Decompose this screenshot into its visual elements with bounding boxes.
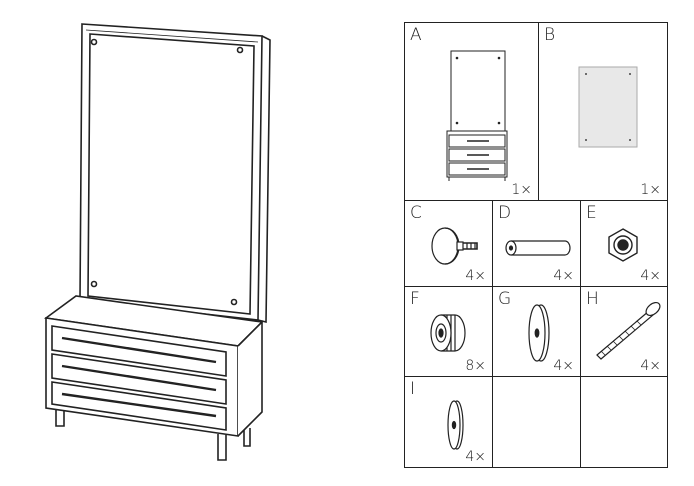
part-quantity: 1× (640, 182, 661, 198)
part-letter: B (544, 25, 556, 45)
parts-list-grid: A 1× B 1× (404, 22, 668, 468)
part-cell-a: A 1× (405, 23, 539, 201)
part-letter: A (410, 25, 422, 45)
mirror-panel-icon (578, 66, 638, 148)
spacer-icon (430, 314, 466, 352)
dresser-with-mirror-illustration (43, 23, 271, 461)
part-quantity: 4× (640, 358, 661, 374)
knob-bolt-icon (431, 227, 478, 265)
dowel-icon (505, 240, 571, 256)
part-letter: C (410, 203, 422, 223)
part-cell-h: H 4× (581, 287, 667, 377)
part-cell-d: D 4× (493, 201, 581, 287)
part-quantity: 1× (511, 182, 532, 198)
part-letter: I (410, 379, 416, 399)
part-letter: F (410, 289, 420, 309)
part-quantity: 8× (465, 358, 486, 374)
part-letter: E (586, 203, 597, 223)
part-cell-g: G 4× (493, 287, 581, 377)
part-cell-c: C 4× (405, 201, 493, 287)
part-letter: H (586, 289, 599, 309)
empty-cell (493, 377, 581, 467)
part-letter: G (498, 289, 512, 309)
empty-cell (581, 377, 667, 467)
part-cell-i: I 4× (405, 377, 493, 467)
part-quantity: 4× (465, 449, 486, 465)
part-cell-f: F 8× (405, 287, 493, 377)
part-quantity: 4× (553, 268, 574, 284)
hex-nut-icon (608, 228, 638, 262)
mirror-dresser-icon (446, 50, 508, 181)
small-washer-icon (447, 400, 464, 450)
part-cell-b: B 1× (539, 23, 667, 201)
screw-icon (596, 301, 661, 360)
part-quantity: 4× (553, 358, 574, 374)
part-quantity: 4× (465, 268, 486, 284)
washer-icon (528, 304, 550, 362)
part-letter: D (498, 203, 512, 223)
part-cell-e: E 4× (581, 201, 667, 287)
part-quantity: 4× (640, 268, 661, 284)
